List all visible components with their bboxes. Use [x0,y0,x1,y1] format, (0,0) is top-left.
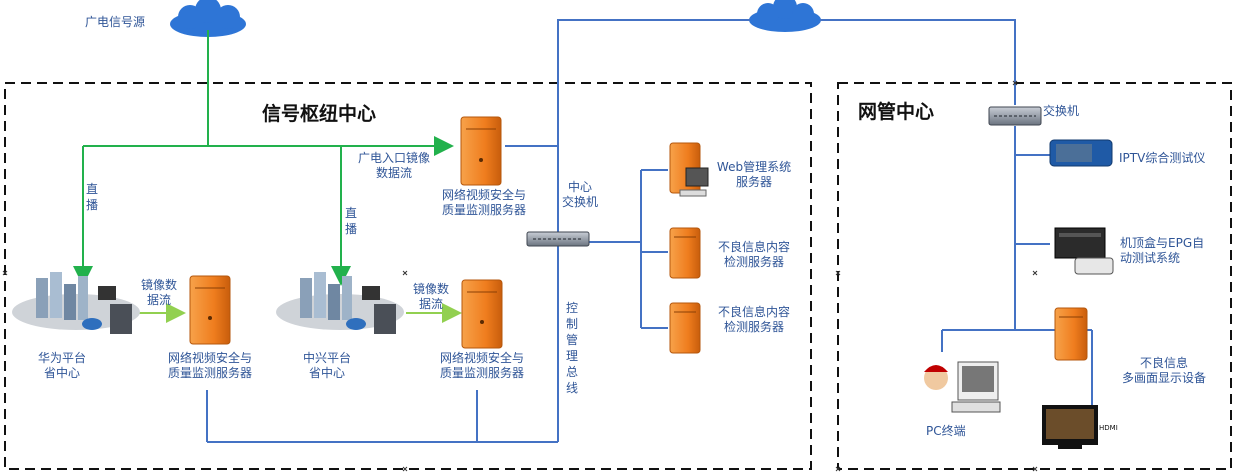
cloud-icon [749,0,821,32]
multi-display-icon [1042,405,1098,449]
server-b-label: 网络视频安全与质量监测服务器 [439,351,524,380]
cloud-icon [170,0,246,37]
server-icon-bad1 [669,227,701,279]
switch-icon-center [526,231,590,247]
nms-center-title: 网管中心 [858,101,935,123]
web-mgmt-label: Web管理系统服务器 [716,160,792,189]
bad-info-server-1-label: 不良信息内容检测服务器 [717,240,790,269]
junction-markers [2,80,1038,472]
huawei-platform-icon [12,272,140,334]
center-switch-label: 中心交换机 [561,180,598,209]
stb-epg-label: 机顶盒与EPG自动测试系统 [1120,236,1205,265]
nms-center-zone [837,82,1232,470]
switch-icon-nms [988,106,1042,126]
server-icon-display [1054,307,1088,361]
iptv-tester-icon [1049,139,1113,167]
server-top-label: 网络视频安全与质量监测服务器 [441,188,526,217]
mirror-label-b: 镜像数据流 [412,282,449,311]
pc-terminal-icon [924,361,1001,413]
zte-platform-label: 中兴平台省中心 [302,351,351,380]
signal-hub-zone [4,82,812,470]
switch-label: 交换机 [1043,104,1080,118]
live-label-1: 直播 [86,182,99,212]
bad-display-label: 不良信息多画面显示设备 [1121,356,1206,385]
server-icon-zte [461,279,503,349]
broadcast-source-label: 广电信号源 [85,15,146,29]
mirror-label-a: 镜像数据流 [140,278,177,307]
server-icon-huawei [189,275,231,345]
zte-platform-icon [276,272,404,334]
control-bus-label: 控制管理总线 [566,301,579,395]
blue-network-links [206,19,1093,443]
server-a-label: 网络视频安全与质量监测服务器 [167,351,252,380]
green-live-links [73,30,454,286]
hdmi-label: HDMI [1099,424,1118,432]
signal-hub-title: 信号枢纽中心 [262,103,377,125]
stb-epg-system-icon [1054,227,1114,275]
pc-terminal-label: PC终端 [926,424,966,438]
server-icon-web [669,142,709,197]
server-icon-top [460,116,502,186]
iptv-tester-label: IPTV综合测试仪 [1119,151,1206,165]
server-icon-bad2 [669,302,701,354]
live-label-2: 直播 [345,206,358,236]
huawei-platform-label: 华为平台省中心 [37,351,86,380]
bad-info-server-2-label: 不良信息内容检测服务器 [717,305,790,334]
ingress-mirror-label: 广电入口镜像数据流 [357,151,430,180]
